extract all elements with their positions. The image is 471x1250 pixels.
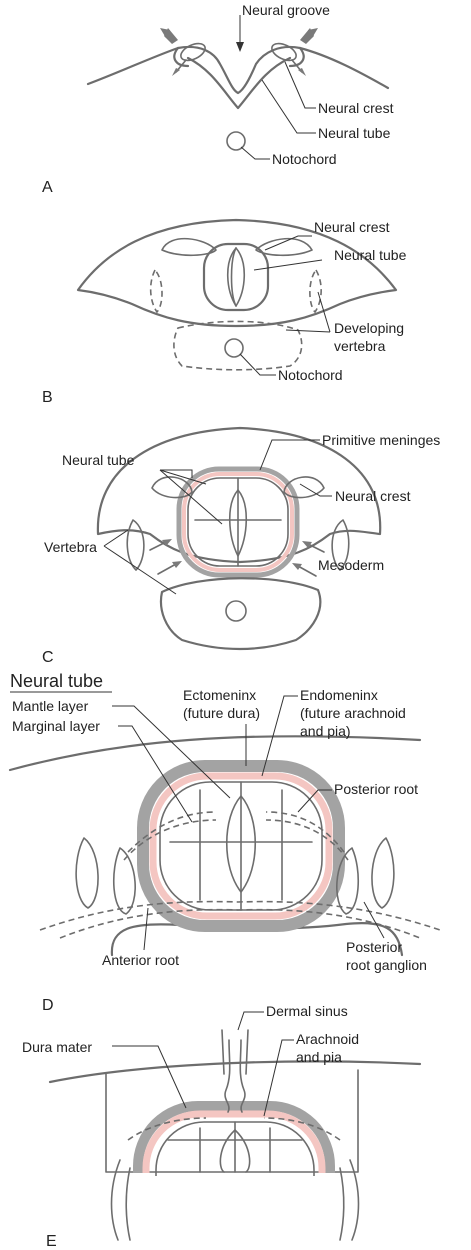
label-neural-groove-a: Neural groove bbox=[242, 2, 330, 18]
endomeninx-d bbox=[149, 772, 333, 920]
label-developing-vertebra-b-2: vertebra bbox=[334, 338, 386, 354]
label-anterior-root-d: Anterior root bbox=[102, 952, 179, 968]
vertebra-c-body bbox=[159, 577, 322, 651]
primitive-meninges-pink bbox=[182, 472, 294, 572]
neural-crest-c-left bbox=[151, 476, 193, 499]
laminectomy-window-e bbox=[105, 1069, 359, 1173]
label-posterior-root-ganglion-d-1: Posterior bbox=[346, 939, 402, 955]
posterior-root-ganglion-d-right bbox=[336, 847, 360, 915]
label-dermal-sinus-e: Dermal sinus bbox=[266, 1003, 348, 1019]
label-neural-crest-b: Neural crest bbox=[314, 219, 390, 235]
developing-vertebra-b-ventral bbox=[173, 320, 303, 371]
label-neural-tube-a: Neural tube bbox=[318, 125, 391, 141]
neural-crest-cell-right bbox=[271, 42, 297, 62]
label-vertebra-c: Vertebra bbox=[44, 539, 97, 555]
panel-d: Neural tube Mantle layer Marginal layer … bbox=[8, 671, 441, 1014]
embryo-surface-b bbox=[76, 218, 398, 328]
neural-crest-b-left bbox=[161, 237, 217, 257]
label-posterior-root-ganglion-d-2: root ganglion bbox=[346, 957, 427, 973]
vertebra-c-right bbox=[331, 519, 350, 571]
neural-crest-c-right bbox=[283, 476, 325, 499]
posterior-root-d-left bbox=[127, 811, 217, 853]
panel-letter-a: A bbox=[42, 179, 53, 196]
panel-letter-c: C bbox=[42, 649, 54, 666]
neural-crest-cell-left bbox=[180, 42, 206, 62]
label-arachnoid-pia-e-1: Arachnoid bbox=[296, 1031, 359, 1047]
neural-plate-outline bbox=[86, 45, 390, 95]
label-posterior-root-d: Posterior root bbox=[334, 781, 418, 797]
neural-crest-b-right bbox=[255, 237, 313, 257]
embryo-surface-d bbox=[8, 735, 422, 772]
panel-c: Neural tube Primitive meninges Neural cr… bbox=[42, 426, 440, 666]
anterior-root-d bbox=[39, 900, 441, 931]
neural-tube-b bbox=[202, 242, 270, 312]
panel-a: Neural groove Neural crest Neural tube N… bbox=[42, 2, 394, 196]
label-endomeninx-d-2: (future arachnoid bbox=[300, 705, 406, 721]
label-ectomeninx-d-2: (future dura) bbox=[183, 705, 260, 721]
dermal-sinus-tract-e bbox=[224, 1039, 231, 1113]
embryo-surface-c bbox=[96, 426, 382, 564]
vertebra-c-left bbox=[126, 519, 145, 571]
label-neural-tube-b: Neural tube bbox=[334, 247, 407, 263]
label-neural-tube-c: Neural tube bbox=[62, 452, 135, 468]
developing-vertebra-b-right bbox=[309, 268, 322, 314]
ectomeninx-d bbox=[137, 760, 345, 932]
notochord-c bbox=[225, 600, 247, 622]
primitive-meninges-gray bbox=[176, 466, 300, 578]
neural-fold-inner bbox=[186, 56, 292, 110]
posterior-root-ganglion-d-left bbox=[112, 847, 136, 915]
label-mesoderm-c: Mesoderm bbox=[318, 557, 384, 573]
label-endomeninx-d-1: Endomeninx bbox=[300, 687, 378, 703]
posterior-root-d-right bbox=[265, 811, 345, 853]
label-developing-vertebra-b-1: Developing bbox=[334, 320, 404, 336]
label-primitive-meninges-c: Primitive meninges bbox=[322, 432, 440, 448]
spinal-ganglion-d-left-outer bbox=[75, 837, 99, 909]
label-arachnoid-pia-e-2: and pia bbox=[296, 1049, 342, 1065]
label-dura-mater-e: Dura mater bbox=[22, 1039, 92, 1055]
central-canal-d bbox=[226, 795, 256, 893]
label-mantle-layer-d: Mantle layer bbox=[12, 698, 89, 714]
panel-b: Neural crest Neural tube Developing vert… bbox=[42, 218, 407, 406]
label-neural-crest-a: Neural crest bbox=[318, 100, 394, 116]
label-notochord-a: Notochord bbox=[272, 151, 337, 167]
spinal-ganglion-d-right-outer bbox=[371, 837, 395, 909]
label-marginal-layer-d: Marginal layer bbox=[12, 718, 100, 734]
panel-e: Dermal sinus Arachnoid and pia Dura mate… bbox=[22, 1003, 422, 1250]
label-endomeninx-d-3: and pia) bbox=[300, 723, 351, 739]
panel-letter-b: B bbox=[42, 389, 53, 406]
notochord-b bbox=[224, 338, 244, 358]
skin-surface-e bbox=[48, 1060, 422, 1084]
panel-letter-e: E bbox=[46, 1233, 57, 1250]
title-neural-tube-d: Neural tube bbox=[10, 671, 103, 691]
notochord-a bbox=[226, 131, 246, 151]
label-ectomeninx-d-1: Ectomeninx bbox=[183, 687, 256, 703]
panel-letter-d: D bbox=[42, 997, 54, 1014]
label-notochord-b: Notochord bbox=[278, 367, 343, 383]
label-neural-crest-c: Neural crest bbox=[335, 488, 411, 504]
developing-vertebra-b-left bbox=[149, 268, 163, 314]
